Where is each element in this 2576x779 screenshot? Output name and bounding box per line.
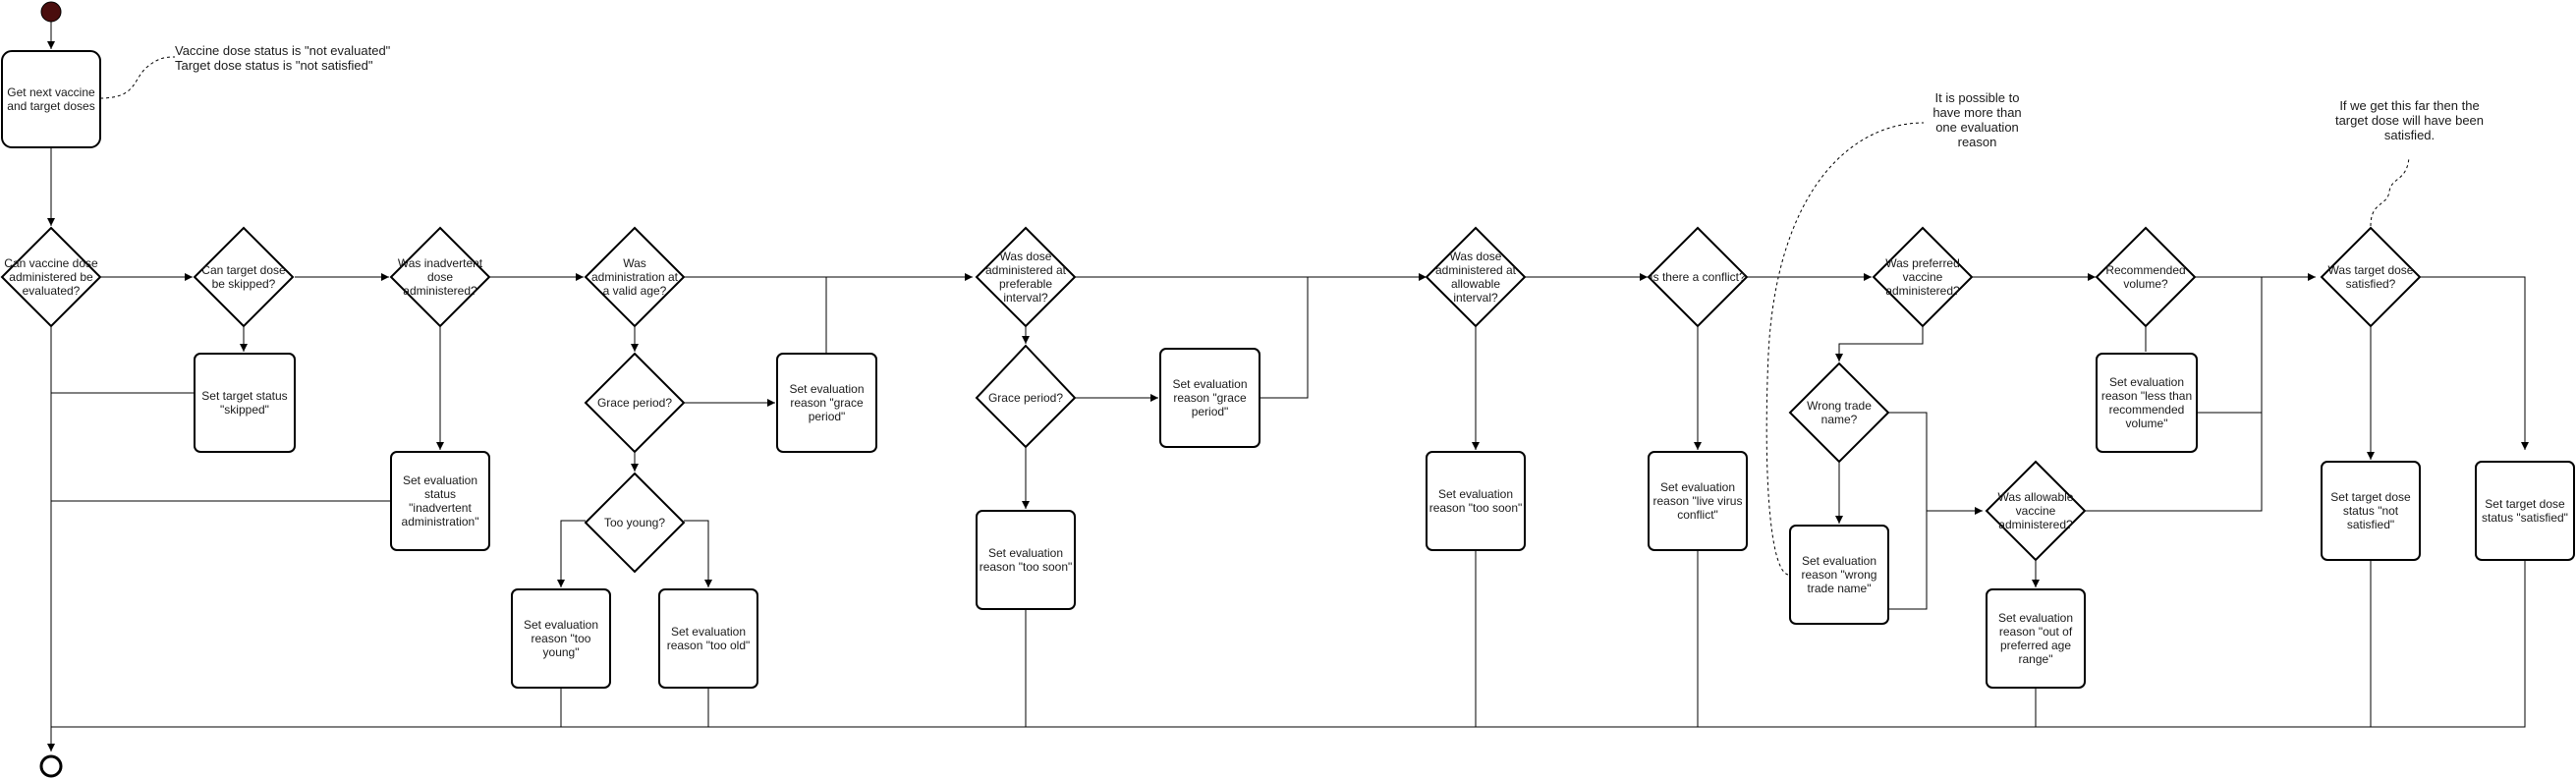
- note-satisfied: If we get this far then the target dose …: [2334, 98, 2485, 142]
- diamond-allowable-interval: [1425, 226, 1527, 328]
- box-age-range: [1986, 588, 2086, 689]
- box-skipped: [194, 353, 296, 453]
- box-too-old: [658, 588, 758, 689]
- box-grace2: [1159, 348, 1260, 448]
- diamond-can-evaluate: [0, 226, 102, 328]
- box-grace1: [776, 353, 877, 453]
- box-too-soon1: [976, 510, 1076, 610]
- box-wrong-trade: [1789, 525, 1889, 625]
- box-satisfied: [2475, 461, 2575, 561]
- note-connector-satisfied: [2370, 156, 2410, 227]
- box-too-young: [511, 588, 611, 689]
- diamond-volume: [2095, 226, 2197, 328]
- diamond-grace-interval: [975, 344, 1077, 449]
- connectors: [47, 20, 2529, 751]
- box-not-satisfied: [2321, 461, 2421, 561]
- box-inadvertent: [390, 451, 490, 551]
- start-node: [40, 1, 62, 23]
- note-connectors: [99, 56, 2410, 576]
- diamond-target-satisfied: [2320, 226, 2422, 328]
- box-live-virus: [1648, 451, 1748, 551]
- diamond-wrong-trade: [1788, 362, 1890, 464]
- diamond-preferable-interval: [975, 226, 1077, 328]
- end-node: [39, 754, 63, 778]
- box-less-volume: [2096, 353, 2198, 453]
- diamond-too-young: [584, 472, 686, 574]
- note-dose-status: Vaccine dose status is "not evaluated" T…: [175, 43, 391, 73]
- diamond-can-skip: [193, 226, 295, 328]
- note-multiple-reasons: It is possible to have more than one eva…: [1932, 90, 2022, 149]
- box-get-next: [1, 50, 101, 148]
- box-too-soon2: [1426, 451, 1526, 551]
- diamond-preferred-vaccine: [1872, 226, 1974, 328]
- action-boxes: [1, 50, 2575, 689]
- diamond-conflict: [1647, 226, 1749, 328]
- note-connector-dose-status: [99, 56, 176, 99]
- decision-diamonds: [0, 226, 2422, 574]
- diamond-valid-age: [584, 226, 686, 328]
- diamond-allowable-vaccine: [1985, 460, 2087, 562]
- diamond-inadvertent: [389, 226, 491, 328]
- note-connector-multiple-reasons: [1765, 122, 1925, 576]
- diamond-grace-age: [584, 352, 686, 454]
